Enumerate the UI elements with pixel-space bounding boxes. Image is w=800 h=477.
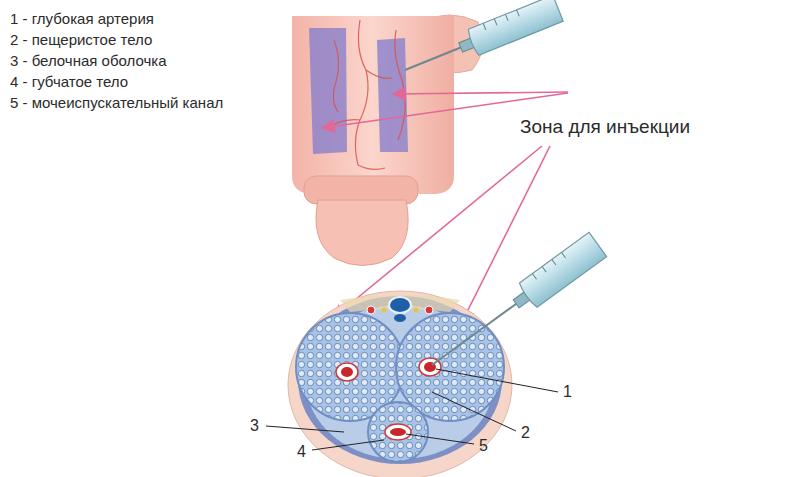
legend-line: 4 - губчатое тело <box>10 73 128 91</box>
callout-number: 5 <box>479 436 488 455</box>
legend-line: 2 - пещеристое тело <box>10 31 152 49</box>
syringe <box>423 232 606 377</box>
leader-lines <box>266 369 558 450</box>
callout-number: 1 <box>563 382 572 401</box>
callout-number: 4 <box>297 442 306 461</box>
callout-number: 2 <box>521 423 530 442</box>
cross-section <box>288 291 512 477</box>
legend-line: 5 - мочеиспускательный канал <box>10 94 223 112</box>
callout-number: 3 <box>250 416 259 435</box>
annotation: Зона для инъекции <box>520 116 690 139</box>
syringe <box>400 0 563 83</box>
legend-line: 3 - белочная оболочка <box>10 52 167 70</box>
legend-line: 1 - глубокая артерия <box>10 10 154 28</box>
shaft-illustration <box>292 15 483 266</box>
